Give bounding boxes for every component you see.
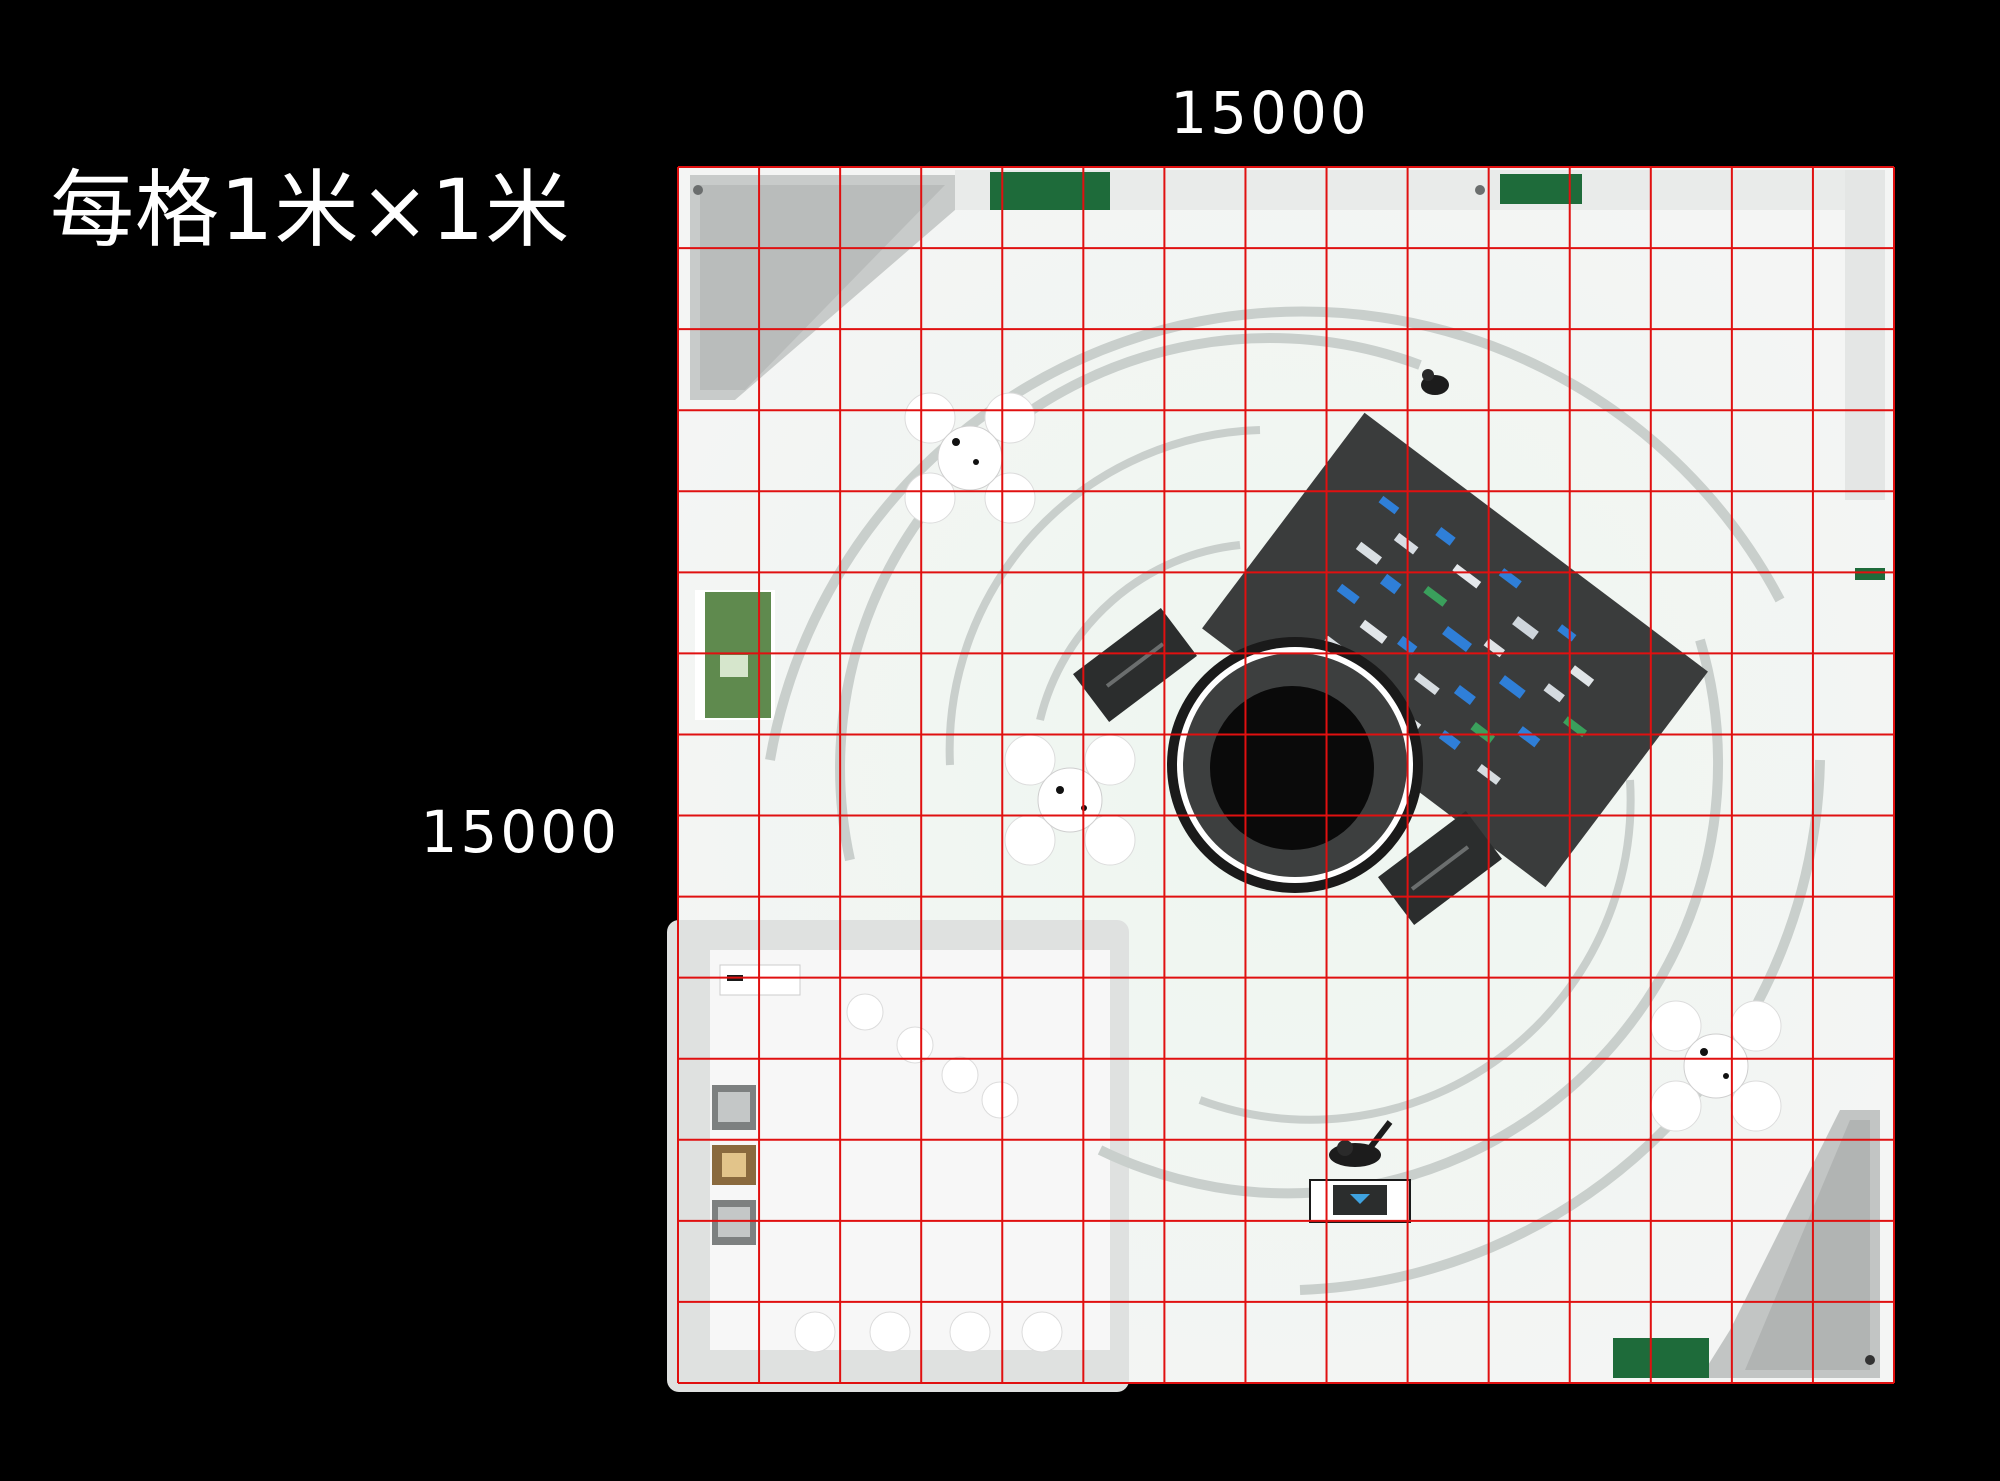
ring-mid-b	[1097, 638, 1724, 1199]
wall-display-highlight	[720, 655, 748, 677]
width-dimension-label: 15000	[1170, 79, 1370, 147]
lounge-counter-stools	[846, 993, 1019, 1119]
scale-note: 每格1米×1米	[50, 161, 571, 259]
green-bench-top-1	[990, 172, 1110, 210]
person-top	[1421, 369, 1449, 395]
corner-post-bottom-right	[1865, 1355, 1875, 1365]
lounge-stools-bottom	[794, 1311, 1063, 1353]
lounge-sofa-column	[712, 1085, 756, 1245]
wall-right	[1845, 170, 1885, 500]
green-bench-right	[1855, 568, 1885, 580]
ring-core	[1036, 541, 1241, 721]
ring-outer	[765, 306, 1785, 761]
corner-post-top	[1475, 185, 1485, 195]
green-bench-top-2	[1500, 174, 1582, 204]
ring-inner	[945, 426, 1261, 766]
person-bottom	[1329, 1120, 1393, 1167]
ring-inner-b	[1198, 779, 1635, 1124]
corner-post-top-left	[693, 185, 703, 195]
table-set-top-left	[904, 392, 1036, 524]
table-set-bottom-right	[1650, 1000, 1782, 1132]
measurement-grid	[677, 166, 1895, 1384]
lounge-floor	[710, 950, 1110, 1350]
sand-table-body	[1202, 412, 1708, 888]
wall-bottom-right-shade	[1745, 1120, 1870, 1370]
wall-top-left-shade	[700, 185, 945, 390]
reception-kiosk-logo	[1350, 1194, 1370, 1204]
center-core-inner	[1210, 686, 1374, 850]
green-bench-bottom	[1613, 1338, 1709, 1378]
height-dimension-label: 15000	[420, 798, 620, 866]
